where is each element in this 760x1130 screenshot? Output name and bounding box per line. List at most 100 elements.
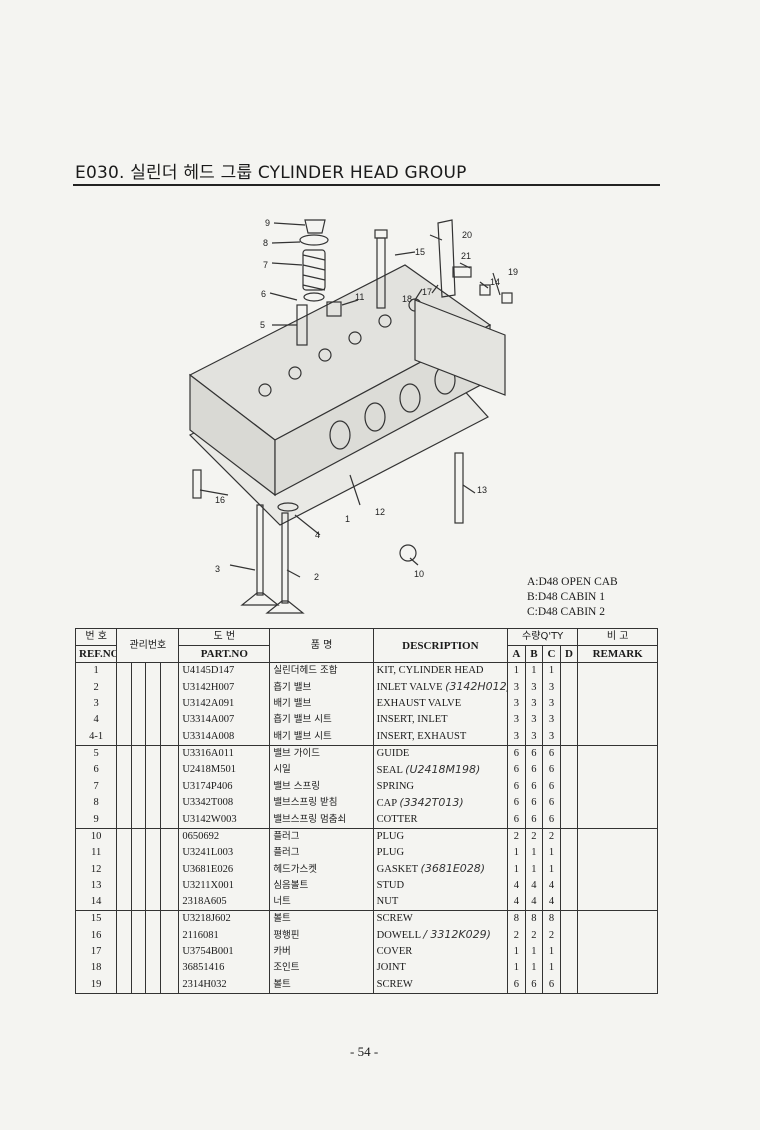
qty-b-cell: 1 xyxy=(524,844,544,862)
description-cell: INSERT, EXHAUST xyxy=(372,728,509,746)
mgmt-cell xyxy=(116,878,132,895)
qty-b-cell: 3 xyxy=(524,728,544,746)
qty-c-cell: 6 xyxy=(542,811,561,829)
name-ko-cell: 볼트 xyxy=(269,910,374,928)
name-ko-cell: 밸브스프링 멈춤쇠 xyxy=(269,811,374,829)
qty-d-cell xyxy=(559,696,579,713)
name-ko-cell: 시일 xyxy=(269,761,374,779)
qty-c-cell: 3 xyxy=(542,728,561,746)
callout-9: 9 xyxy=(265,218,270,228)
name-ko-cell: 밸브 가이드 xyxy=(269,745,374,762)
mgmt-cell xyxy=(159,778,180,795)
part-no-cell: U3218J602 xyxy=(178,910,271,928)
callout-4: 4 xyxy=(315,530,320,540)
legend-b: B:D48 CABIN 1 xyxy=(527,591,605,603)
header-ref-ko: 번 호 xyxy=(74,627,118,647)
qty-c-cell: 1 xyxy=(542,662,561,680)
header-remark-ko: 비 고 xyxy=(577,627,658,647)
part-no-cell: U3142H007 xyxy=(178,679,271,697)
qty-b-cell: 2 xyxy=(524,927,544,945)
part-no-cell: 36851416 xyxy=(178,960,271,977)
mgmt-cell xyxy=(116,696,132,713)
description-cell: NUT xyxy=(372,894,509,912)
description-cell: JOINT xyxy=(372,960,509,977)
ref-cell: 9 xyxy=(74,811,118,829)
qty-d-cell xyxy=(559,662,579,680)
header-qty: 수량Q'TY xyxy=(507,627,579,647)
header-mgmt: 관리번호 xyxy=(116,627,180,664)
remark-cell xyxy=(577,811,658,829)
mgmt-cell xyxy=(116,894,132,912)
qty-d-cell xyxy=(559,811,579,829)
name-ko-cell: 밸브 스프링 xyxy=(269,778,374,795)
description-cell: COVER xyxy=(372,944,509,961)
mgmt-cell xyxy=(145,910,161,928)
mgmt-cell xyxy=(159,976,180,994)
qty-a-cell: 4 xyxy=(507,894,526,912)
description-cell: INLET VALVE (3142H012) xyxy=(372,679,509,697)
mgmt-cell xyxy=(159,811,180,829)
qty-b-cell: 6 xyxy=(524,811,544,829)
mgmt-cell xyxy=(116,944,132,961)
part-no-cell: U3211X001 xyxy=(178,878,271,895)
remark-cell xyxy=(577,745,658,762)
ref-cell: 8 xyxy=(74,794,118,812)
remark-cell xyxy=(577,728,658,746)
header-col-d: D xyxy=(559,645,579,664)
mgmt-cell xyxy=(145,728,161,746)
qty-c-cell: 3 xyxy=(542,712,561,729)
description-cell: EXHAUST VALVE xyxy=(372,696,509,713)
description-cell: PLUG xyxy=(372,828,509,845)
qty-a-cell: 3 xyxy=(507,696,526,713)
mgmt-cell xyxy=(130,761,147,779)
remark-cell xyxy=(577,861,658,879)
mgmt-cell xyxy=(145,794,161,812)
name-ko-cell: 실린더헤드 조합 xyxy=(269,662,374,680)
callout-2: 2 xyxy=(314,572,319,582)
ref-cell: 12 xyxy=(74,861,118,879)
qty-d-cell xyxy=(559,794,579,812)
part-no-cell: 2314H032 xyxy=(178,976,271,994)
description-cell: PLUG xyxy=(372,844,509,862)
mgmt-cell xyxy=(145,745,161,762)
mgmt-cell xyxy=(130,728,147,746)
page-title: E030. 실린더 헤드 그룹 CYLINDER HEAD GROUP xyxy=(75,163,467,183)
qty-c-cell: 6 xyxy=(542,745,561,762)
ref-cell: 3 xyxy=(74,696,118,713)
mgmt-cell xyxy=(130,778,147,795)
legend-c: C:D48 CABIN 2 xyxy=(527,606,605,618)
remark-cell xyxy=(577,712,658,729)
handwritten-note: (3681E028) xyxy=(420,862,486,876)
mgmt-cell xyxy=(159,894,180,912)
mgmt-cell xyxy=(130,976,147,994)
name-ko-cell: 플러그 xyxy=(269,828,374,845)
ref-cell: 11 xyxy=(74,844,118,862)
ref-cell: 14 xyxy=(74,894,118,912)
part-no-cell: U3316A011 xyxy=(178,745,271,762)
header-remark-en: REMARK xyxy=(577,645,658,664)
callout-12: 12 xyxy=(375,507,385,517)
qty-d-cell xyxy=(559,778,579,795)
name-ko-cell: 조인트 xyxy=(269,960,374,977)
mgmt-cell xyxy=(159,861,180,879)
part-no-cell: 2116081 xyxy=(178,927,271,945)
description-cell: SCREW xyxy=(372,910,509,928)
qty-b-cell: 6 xyxy=(524,761,544,779)
part-no-cell: U3241L003 xyxy=(178,844,271,862)
ref-cell: 7 xyxy=(74,778,118,795)
qty-c-cell: 3 xyxy=(542,679,561,697)
qty-d-cell xyxy=(559,745,579,762)
remark-cell xyxy=(577,679,658,697)
part-no-cell: 0650692 xyxy=(178,828,271,845)
qty-a-cell: 2 xyxy=(507,828,526,845)
qty-b-cell: 1 xyxy=(524,662,544,680)
mgmt-cell xyxy=(159,728,180,746)
qty-d-cell xyxy=(559,761,579,779)
mgmt-cell xyxy=(145,662,161,680)
